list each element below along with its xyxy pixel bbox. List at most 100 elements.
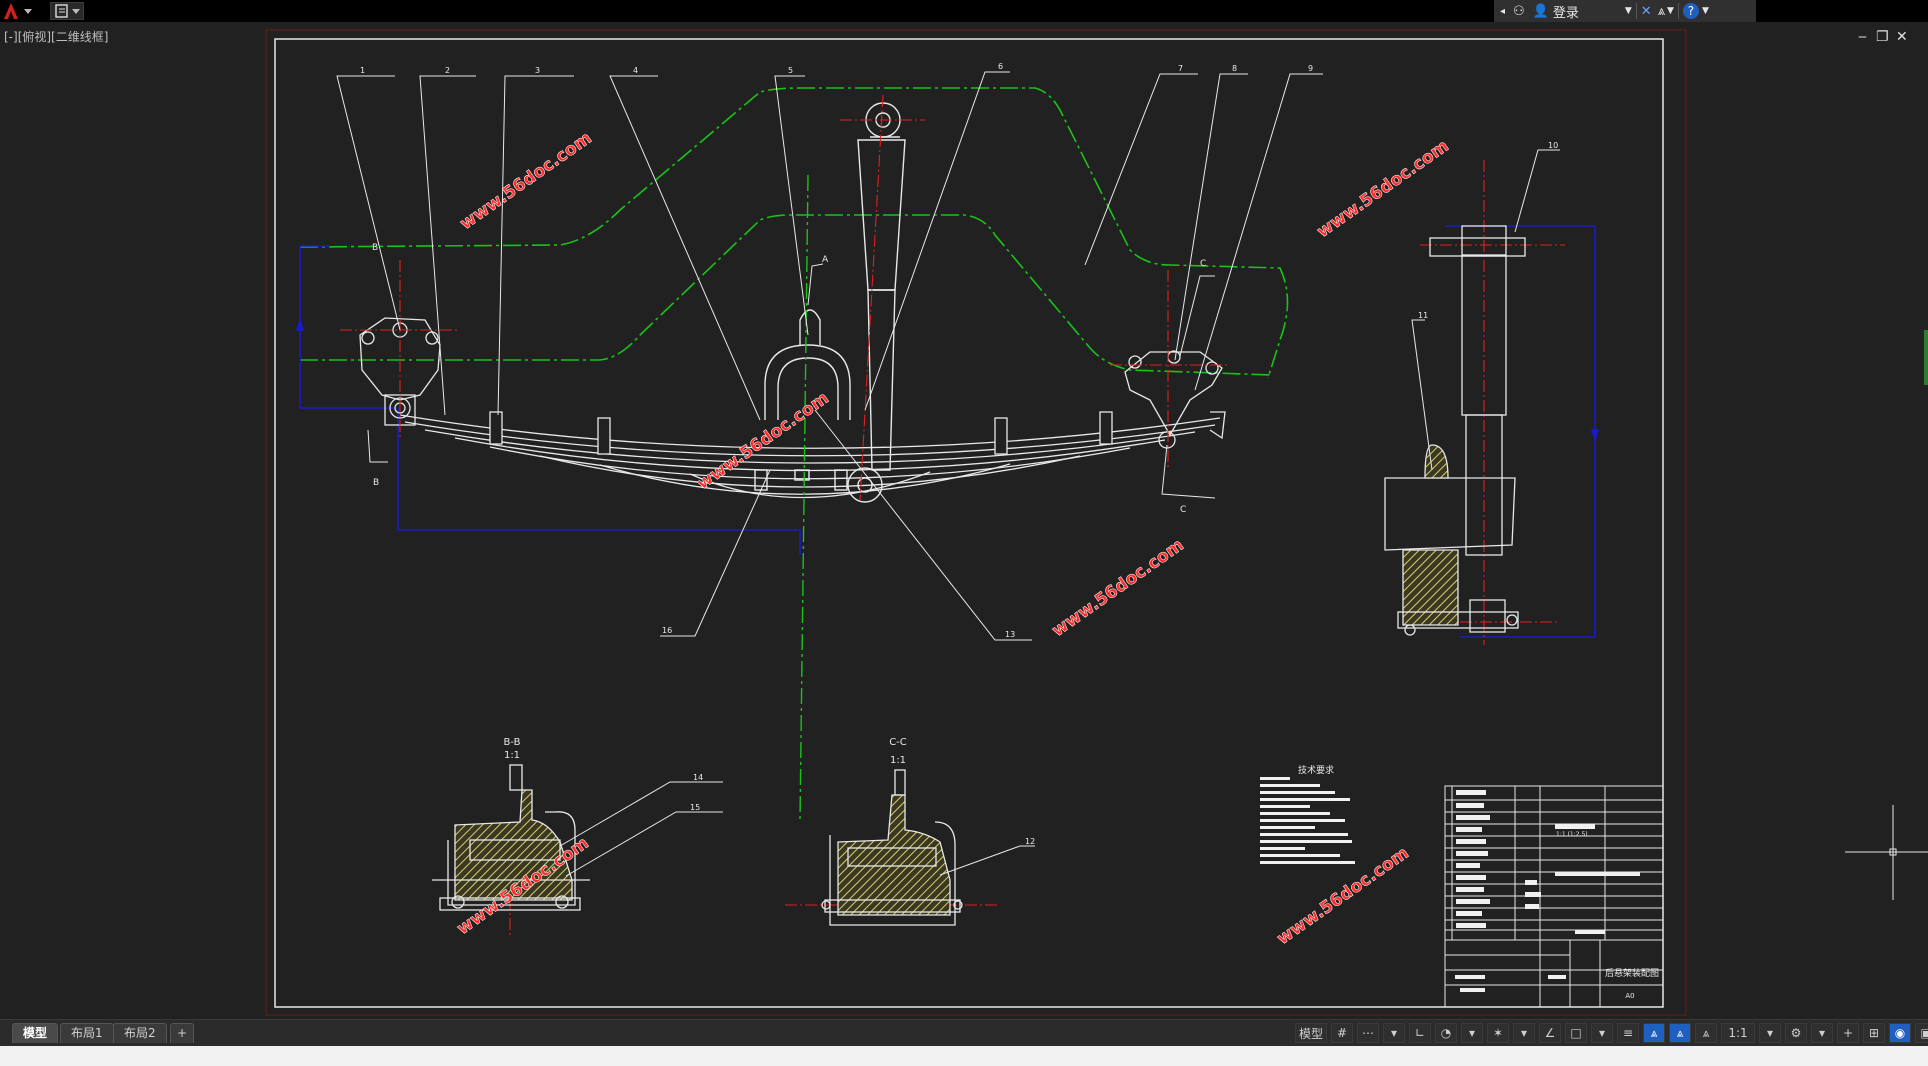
section-mark-a: A <box>822 255 829 265</box>
title-block-fill <box>1455 790 1640 992</box>
section-mark-b-bottom: B <box>373 478 379 488</box>
chevron-down-icon[interactable]: ▼ <box>1667 6 1674 16</box>
snap-icon[interactable]: ⋯ <box>1357 1023 1379 1043</box>
close-drawing-button[interactable]: ✕ <box>1896 29 1908 45</box>
user-icon[interactable]: 👤 <box>1532 3 1549 19</box>
section-b-b-view <box>432 764 590 911</box>
exchange-icon[interactable]: ✕ <box>1640 3 1652 19</box>
gear-icon[interactable]: ⚙ <box>1785 1023 1807 1043</box>
model-space-button[interactable]: 模型 <box>1295 1023 1327 1043</box>
callout-4: 4 <box>633 66 638 75</box>
title-bar: ◂ ⚇ 👤 登录 ▼ ✕ ⩓ ▼ ? ▼ <box>0 0 1928 22</box>
callout-6: 6 <box>998 62 1003 71</box>
watermark-text: www.56doc.com <box>1048 535 1187 641</box>
isolate-objects-icon[interactable]: ◉ <box>1889 1023 1911 1043</box>
divider <box>1635 3 1637 19</box>
tech-requirements-title: 技术要求 <box>1298 764 1334 776</box>
drawing-name: 后悬架装配图 <box>1605 967 1659 979</box>
lineweight-icon[interactable]: ≡ <box>1617 1023 1639 1043</box>
section-b-b-title: B-B <box>504 737 521 748</box>
drawing-size: A0 <box>1625 992 1634 1000</box>
viewport-controls-label[interactable]: [-][俯视][二维线框] <box>4 30 109 44</box>
plus-icon[interactable]: + <box>1837 1023 1859 1043</box>
watermark-text: www.56doc.com <box>456 128 595 234</box>
callout-7: 7 <box>1178 64 1183 73</box>
callout-1: 1 <box>360 66 365 75</box>
callout-5: 5 <box>788 66 793 75</box>
callout-2: 2 <box>445 66 450 75</box>
restore-drawing-button[interactable]: ❐ <box>1876 29 1889 45</box>
section-c-c-view <box>821 769 963 926</box>
callout-11: 11 <box>1418 311 1428 320</box>
annotation-scale-dropdown[interactable]: 1:1 <box>1721 1023 1755 1043</box>
autocad-logo-icon[interactable] <box>2 1 34 21</box>
callout-15: 15 <box>690 803 700 812</box>
tab-layout2[interactable]: 布局2 <box>113 1023 167 1043</box>
document-icon <box>55 4 80 18</box>
minimize-drawing-button[interactable]: ‒ <box>1858 29 1867 45</box>
title-block-subtitle: 1:1 (1:2.5) <box>1556 831 1588 838</box>
grid-icon[interactable]: # <box>1331 1023 1353 1043</box>
drawing-canvas[interactable]: 1 2 3 4 5 6 7 8 9 10 11 12 13 14 15 16 B… <box>0 22 1928 1018</box>
section-c-c-scale: 1:1 <box>890 755 906 766</box>
chevron-down-icon[interactable]: ▾ <box>1461 1023 1483 1043</box>
u-bolt-clamp <box>754 309 851 491</box>
isodraft-icon[interactable]: ✶ <box>1487 1023 1509 1043</box>
section-view-lines <box>295 225 1600 638</box>
tab-model[interactable]: 模型 <box>12 1023 59 1043</box>
binoculars-icon[interactable]: ⚇ <box>1513 3 1525 19</box>
callout-leaders <box>336 71 1560 877</box>
section-c-c-title: C-C <box>889 737 907 748</box>
section-mark-c-top: C <box>1200 259 1206 269</box>
watermark-text: www.56doc.com <box>1313 136 1452 242</box>
callout-13: 13 <box>1005 630 1015 639</box>
hardware-acceleration-icon[interactable]: ▣ <box>1915 1023 1928 1043</box>
annotation-scale-icon[interactable]: ⩓ <box>1695 1023 1717 1043</box>
callout-10: 10 <box>1548 141 1558 150</box>
chevron-down-icon[interactable]: ▾ <box>1811 1023 1833 1043</box>
watermark-text: www.56doc.com <box>1273 843 1412 949</box>
drawing-border <box>274 38 1664 1008</box>
add-layout-button[interactable]: + <box>170 1023 195 1043</box>
auto-scale-icon[interactable]: ⩓ <box>1669 1023 1691 1043</box>
callout-16: 16 <box>662 626 672 635</box>
annotation-visibility-icon[interactable]: ⩓ <box>1643 1023 1665 1043</box>
units-icon[interactable]: ⊞ <box>1863 1023 1885 1043</box>
tab-layout1[interactable]: 布局1 <box>60 1023 114 1043</box>
login-button[interactable]: 登录 <box>1552 5 1579 21</box>
technical-requirements: 技术要求 <box>1260 764 1355 864</box>
callout-9: 9 <box>1308 64 1313 73</box>
polar-tracking-icon[interactable]: ◔ <box>1435 1023 1457 1043</box>
chevron-down-icon[interactable]: ▾ <box>1513 1023 1535 1043</box>
chevron-down-icon[interactable]: ▼ <box>1624 6 1632 16</box>
scroll-indicator[interactable] <box>1924 330 1928 385</box>
callout-3: 3 <box>535 66 540 75</box>
help-icon[interactable]: ? <box>1682 3 1699 19</box>
chevron-down-icon[interactable]: ▾ <box>1759 1023 1781 1043</box>
chevron-down-icon[interactable]: ▾ <box>1383 1023 1405 1043</box>
chevron-down-icon[interactable]: ▾ <box>1591 1023 1613 1043</box>
status-toolbar: 模型 # ⋯ ▾ ∟ ◔ ▾ ✶ ▾ ∠ □ ▾ ≡ ⩓ ⩓ ⩓ 1:1 ▾ ⚙… <box>1295 1023 1928 1043</box>
window-bottom-strip <box>0 1046 1928 1066</box>
online-services-bar: ◂ ⚇ 👤 登录 ▼ ✕ ⩓ ▼ ? ▼ <box>1494 0 1756 22</box>
object-snap-icon[interactable]: □ <box>1565 1023 1587 1043</box>
divider <box>1677 3 1679 19</box>
callout-8: 8 <box>1232 64 1237 73</box>
leaf-spring-assembly <box>399 411 1221 499</box>
status-bar: 模型 布局1 布局2 + 模型 # ⋯ ▾ ∟ ◔ ▾ ✶ ▾ ∠ □ ▾ ≡ … <box>0 1019 1928 1046</box>
rear-shackle <box>1124 350 1226 449</box>
callout-14: 14 <box>693 773 703 782</box>
shock-absorber-side <box>847 102 906 503</box>
ortho-icon[interactable]: ∟ <box>1409 1023 1431 1043</box>
chevron-down-icon[interactable]: ▼ <box>1701 6 1709 16</box>
caret-left-icon[interactable]: ◂ <box>1500 5 1506 17</box>
shock-absorber-section-view <box>1384 225 1526 636</box>
section-mark-b-top: B <box>372 243 378 253</box>
section-b-b-scale: 1:1 <box>504 750 520 761</box>
frame-rail-phantom <box>299 87 1289 379</box>
section-mark-c-bottom: C <box>1180 505 1186 515</box>
callout-12: 12 <box>1025 837 1035 846</box>
object-snap-tracking-icon[interactable]: ∠ <box>1539 1023 1561 1043</box>
a360-icon[interactable]: ⩓ <box>1657 3 1666 19</box>
quick-access-menu-button[interactable] <box>50 2 84 20</box>
